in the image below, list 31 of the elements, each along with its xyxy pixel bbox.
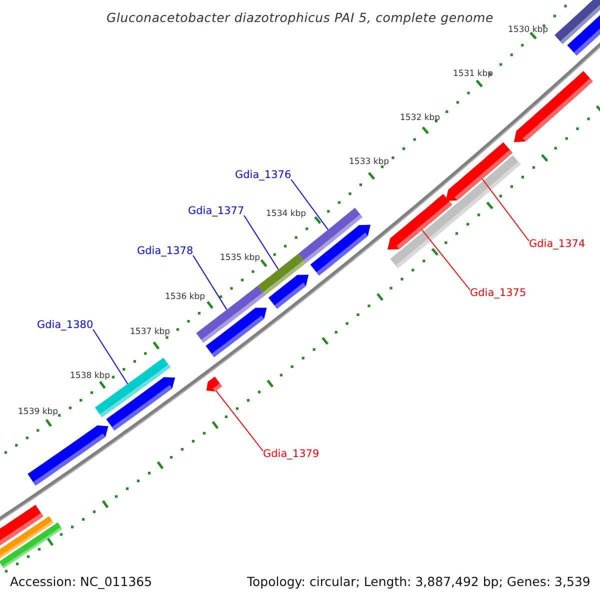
scale-label: 1539 kbp: [18, 408, 58, 417]
gene-label: Gdia_1378: [137, 246, 194, 258]
scale-label: 1534 kbp: [266, 210, 306, 219]
leader-line: [422, 230, 470, 290]
scale-label: 1533 kbp: [349, 158, 390, 167]
gene-label: Gdia_1375: [470, 288, 526, 300]
scale-label: 1531 kbp: [453, 70, 494, 79]
leader-line: [244, 215, 279, 270]
gene-label: Gdia_1380: [37, 320, 94, 332]
leader-line: [192, 255, 228, 310]
gene-bar: [258, 254, 306, 296]
leader-line: [290, 179, 329, 230]
genome-stats-label: Topology: circular; Length: 3,887,492 bp; Genes: 3,539: [247, 575, 590, 589]
map-title: Gluconacetobacter diazotrophicus PAI 5, complete genome: [106, 11, 494, 25]
scale-label: 1532 kbp: [400, 114, 440, 123]
gene-label: Gdia_1374: [529, 239, 586, 251]
leader-line: [216, 390, 264, 452]
gene-bar: [94, 358, 170, 418]
scale-label: 1530 kbp: [508, 26, 548, 35]
scale-label: 1536 kbp: [165, 292, 206, 302]
leader-line: [482, 178, 530, 242]
accession-label: Accession: NC_011365: [10, 575, 152, 589]
gene-feature: [388, 194, 452, 250]
gene-label: Gdia_1377: [188, 206, 244, 218]
scale-label: 1537 kbp: [130, 328, 170, 337]
scale-label: 1535 kbp: [220, 254, 260, 263]
gene-label: Gdia_1379: [263, 449, 320, 461]
gene-feature: [206, 376, 222, 392]
gene-feature: [446, 142, 512, 201]
scale-label: 1538 kbp: [70, 372, 110, 381]
gene-label: Gdia_1376: [235, 170, 292, 182]
